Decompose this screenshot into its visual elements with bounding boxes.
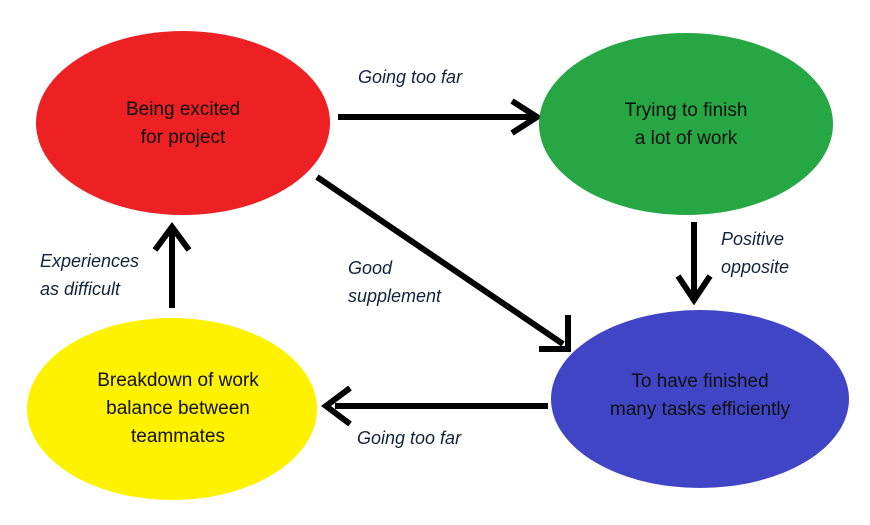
node-label-breakdown-line2: balance between	[106, 398, 250, 419]
node-trying[interactable]: Trying to finish a lot of work	[539, 33, 833, 215]
node-finished[interactable]: To have finished many tasks efficiently	[551, 310, 849, 488]
node-label-trying-line2: a lot of work	[635, 128, 738, 149]
edge-finished-to-breakdown[interactable]	[321, 385, 548, 427]
node-breakdown[interactable]: Breakdown of work balance between teamma…	[27, 318, 317, 500]
edge-label-experiences-as-difficult-line2: as difficult	[40, 279, 121, 299]
node-ellipse-excited	[36, 31, 330, 215]
edge-label-going-too-far-top: Going too far	[358, 67, 463, 87]
node-ellipse-finished	[551, 310, 849, 488]
arrowhead-diagonal-icon	[539, 315, 571, 352]
node-label-breakdown-line1: Breakdown of work	[97, 370, 259, 391]
edge-label-positive-opposite-line1: Positive	[721, 229, 784, 249]
edge-line-good-supplement	[315, 174, 565, 347]
edge-breakdown-to-excited[interactable]	[152, 221, 192, 308]
edge-label-going-too-far-bottom: Going too far	[357, 428, 462, 448]
edge-excited-to-finished[interactable]	[315, 174, 571, 352]
node-excited[interactable]: Being excited for project	[36, 31, 330, 215]
arrowhead-left-icon	[321, 385, 352, 427]
node-label-excited-line2: for project	[141, 127, 226, 148]
node-label-finished-line1: To have finished	[631, 371, 768, 392]
edge-excited-to-trying[interactable]	[338, 98, 543, 136]
edge-trying-to-finished[interactable]	[675, 222, 713, 306]
edge-label-good-supplement-line2: supplement	[348, 286, 442, 306]
node-ellipse-breakdown	[27, 318, 317, 500]
edge-label-experiences-as-difficult-line1: Experiences	[40, 251, 139, 271]
node-label-finished-line2: many tasks efficiently	[610, 399, 791, 420]
node-ellipse-trying	[539, 33, 833, 215]
node-label-excited-line1: Being excited	[126, 99, 240, 120]
arrowhead-right-icon	[510, 98, 543, 136]
node-label-breakdown-line3: teammates	[131, 426, 225, 447]
node-label-trying-line1: Trying to finish	[625, 100, 748, 121]
arrowhead-up-icon	[152, 221, 192, 252]
edge-label-good-supplement-line1: Good	[348, 258, 393, 278]
edge-label-positive-opposite-line2: opposite	[721, 257, 789, 277]
arrowhead-down-icon	[675, 274, 713, 306]
